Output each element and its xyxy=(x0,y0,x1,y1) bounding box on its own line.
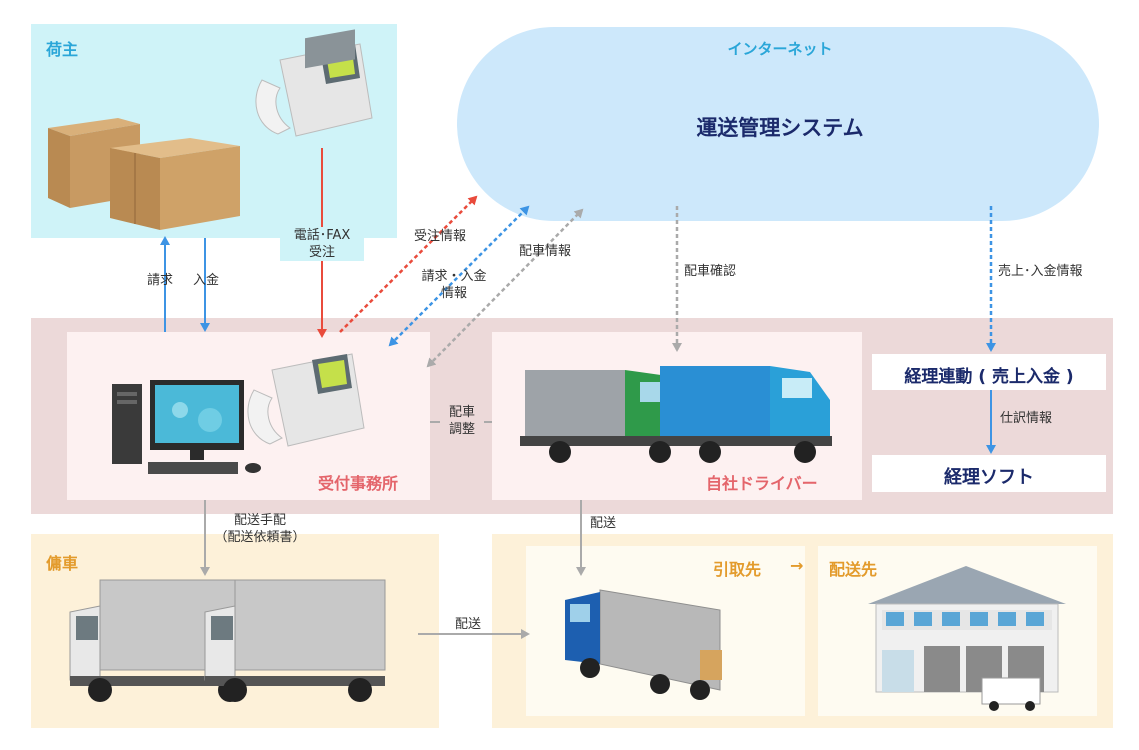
delivery-title: 配送先 xyxy=(829,560,878,579)
dispatch-adjust-line2: 調整 xyxy=(448,422,475,437)
internet-cloud xyxy=(457,27,1099,221)
journal-info-label: 仕訳情報 xyxy=(1000,411,1053,426)
delivery-arrange-line1: 配送手配 xyxy=(233,513,286,528)
pickup-title: 引取先 xyxy=(713,560,762,579)
accounting-link-box xyxy=(872,354,1106,390)
phone-fax-line2: 受注 xyxy=(308,245,335,260)
dispatch-info-arrow xyxy=(426,208,584,368)
delivery-arrange-line2: （配送依頼書） xyxy=(214,530,306,545)
internet-title: インターネット xyxy=(727,40,833,58)
telephone-icon xyxy=(255,29,373,137)
shipper-title: 荷主 xyxy=(46,40,79,59)
dispatch-adjust-line1: 配車 xyxy=(448,405,475,420)
order-info-label: 受注情報 xyxy=(413,229,466,244)
billing-payment-info-label: 請求・入金 情報 xyxy=(412,268,496,302)
charter-delivery-label: 配送 xyxy=(454,617,481,632)
office-title: 受付事務所 xyxy=(318,474,399,493)
own-driver-title: 自社ドライバー xyxy=(706,474,818,493)
desktop-computer-icon xyxy=(112,380,261,474)
delivery-arrange-label: 配送手配 （配送依頼書） xyxy=(200,512,320,546)
sales-payment-info-label: 売上･入金情報 xyxy=(998,264,1083,279)
dispatch-confirm-label: 配車確認 xyxy=(684,264,737,279)
dispatch-info-label: 配車情報 xyxy=(518,244,571,259)
arrow-to-title: → xyxy=(790,556,804,575)
own-trucks-icon xyxy=(520,366,832,463)
own-delivery-label: 配送 xyxy=(590,516,617,531)
office-telephone-icon xyxy=(247,353,365,447)
order-info-arrow xyxy=(339,195,478,333)
accounting-soft-box xyxy=(872,455,1106,492)
pickup-truck-icon xyxy=(565,589,722,700)
cardboard-boxes-icon xyxy=(48,118,240,230)
billing-payment-info-line1: 請求・入金 xyxy=(421,269,487,284)
dispatch-adjust-label: 配車 調整 xyxy=(440,404,484,438)
billing-payment-info-line2: 情報 xyxy=(440,286,467,301)
accounting-link-label: 経理連動 ( 売上入金 ) xyxy=(904,367,1074,387)
billing-label: 請求 xyxy=(146,273,173,288)
charter-title: 傭車 xyxy=(46,554,79,573)
charter-trucks-icon xyxy=(69,579,386,702)
phone-fax-label: 電話･FAX 受注 xyxy=(280,227,364,261)
tms-title: 運送管理システム xyxy=(696,116,864,140)
accounting-soft-label: 経理ソフト xyxy=(944,467,1034,488)
payment-label: 入金 xyxy=(192,273,219,288)
warehouse-icon xyxy=(868,566,1066,711)
phone-fax-line1: 電話･FAX xyxy=(293,228,351,243)
